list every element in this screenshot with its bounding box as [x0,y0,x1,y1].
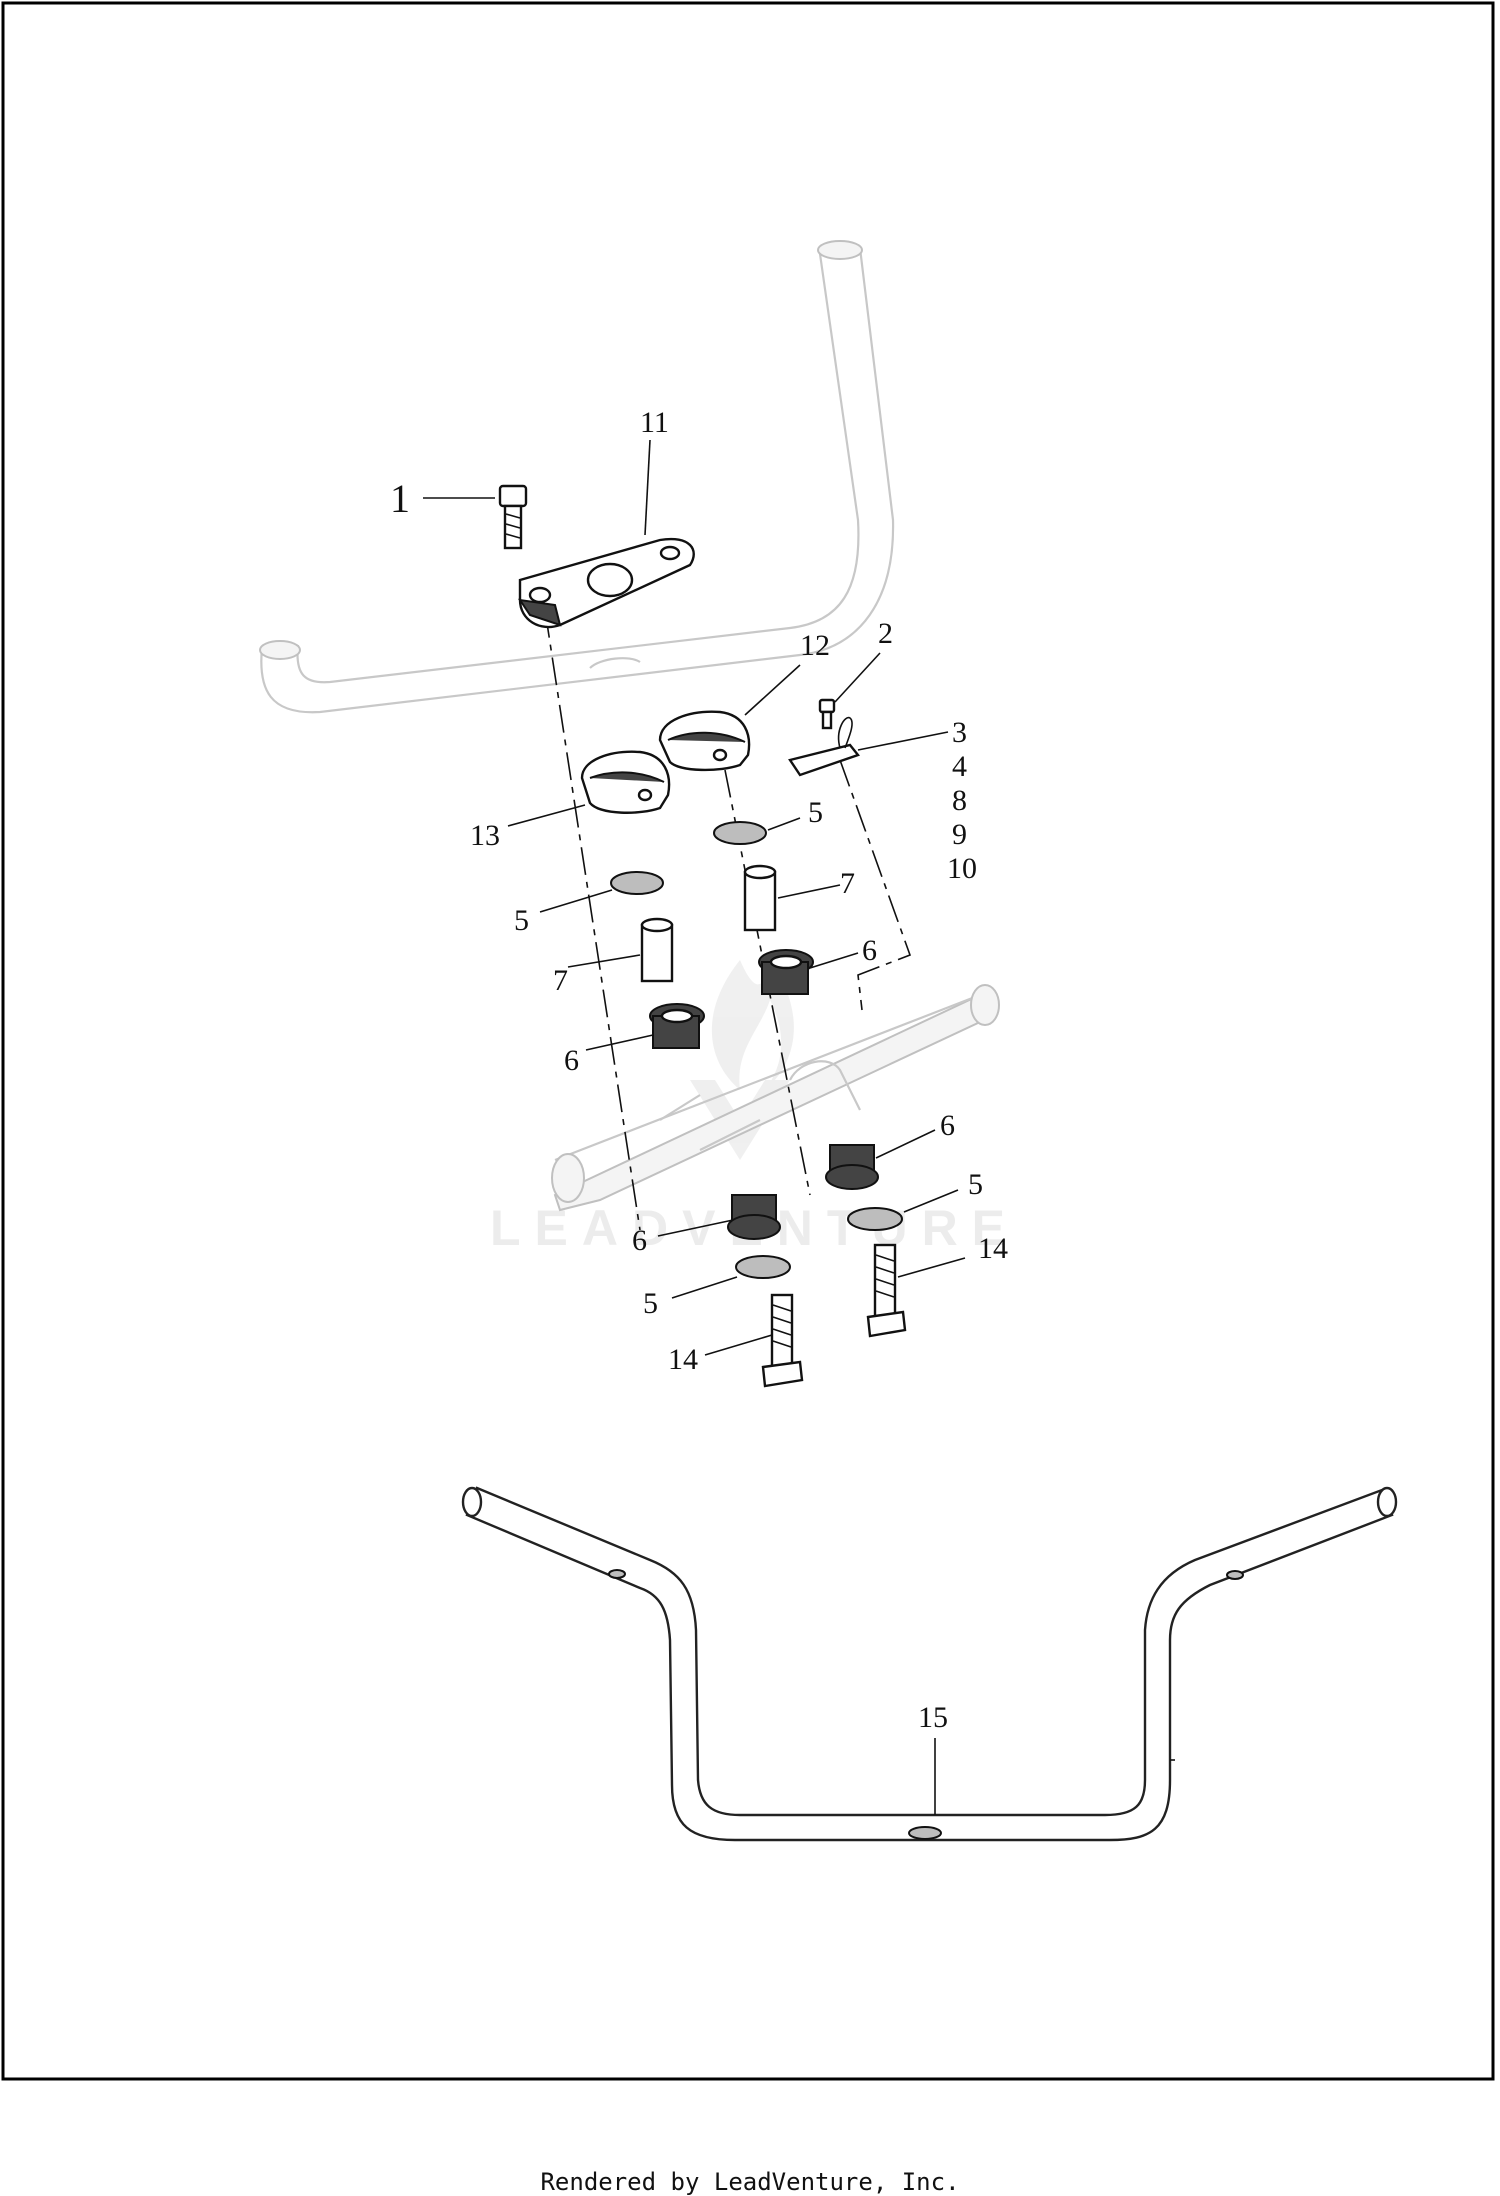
leader-12 [744,664,801,716]
part-11-top-clamp [517,537,695,629]
callout-6-top-center: 6 [862,934,877,967]
leader-5-bottom-right [903,1189,959,1213]
leader-5-bottom-left [671,1276,738,1299]
part-1-bolt [498,484,528,550]
footer-credit: Rendered by LeadVenture, Inc. [540,2168,960,2196]
callout-14-right: 14 [978,1232,1008,1265]
callout-3: 3 [952,716,967,749]
leader-7-left [567,954,641,968]
callout-14-left: 14 [668,1343,698,1376]
leader-5-top-center [767,817,801,831]
diagram-border [1,1,1495,2081]
part-12-riser [658,710,751,772]
part-5-washer-bottom-right [847,1207,903,1231]
callout-12: 12 [800,629,830,662]
callout-5-bottom-right: 5 [968,1168,983,1201]
leader-2 [834,652,881,703]
leader-7-center [777,884,841,899]
leader-11 [644,439,651,536]
leader-14-right [897,1257,966,1278]
callout-2: 2 [878,617,893,650]
part-3-clip [788,716,861,777]
callout-7-center: 7 [840,867,855,900]
callout-15: 15 [918,1701,948,1734]
leader-14-left [704,1334,773,1356]
callout-8: 8 [952,784,967,817]
part-13-riser [580,750,671,814]
callout-6-top-left: 6 [564,1044,579,1077]
part-6-bushing-bottom-left [727,1194,781,1240]
part-15-handlebar [461,1486,1398,1842]
leader-5-top-left [539,889,613,913]
leader-3 [857,731,949,751]
part-6-bushing-top-left [649,1003,705,1049]
callout-5-bottom-left: 5 [643,1287,658,1320]
callout-11: 11 [640,406,669,439]
callout-9: 9 [952,818,967,851]
callout-4: 4 [952,750,967,783]
callout-5-top-left: 5 [514,904,529,937]
leader-6-top-center [809,952,859,969]
part-5-washer-top-center [713,821,767,845]
callout-5-top-center: 5 [808,796,823,829]
part-14-bolt-right [866,1243,907,1338]
part-14-bolt-left [761,1293,804,1388]
assembly-line-left [544,609,641,1231]
part-7-spacer-center [743,864,777,932]
part-5-washer-bottom-left [735,1255,791,1279]
leader-6-bottom-right [875,1129,936,1159]
callout-6-bottom-left: 6 [632,1224,647,1257]
ghost-fork-bracket [551,984,1000,1212]
assembly-line-right [839,759,912,1011]
callout-10: 10 [947,852,977,885]
leader-6-top-left [585,1034,654,1051]
part-6-bushing-bottom-right [825,1144,879,1190]
leader-13 [507,804,586,827]
part-2-screw [818,698,836,730]
part-5-washer-top-left [610,871,664,895]
callout-13: 13 [470,819,500,852]
part-6-bushing-top-center [758,949,814,995]
callout-1: 1 [390,476,410,521]
callout-7-left: 7 [553,964,568,997]
part-7-spacer-left [640,917,674,983]
callout-6-bottom-right: 6 [940,1109,955,1142]
leader-6-bottom-left [657,1219,734,1237]
ghost-handlebar-upper [259,240,895,714]
